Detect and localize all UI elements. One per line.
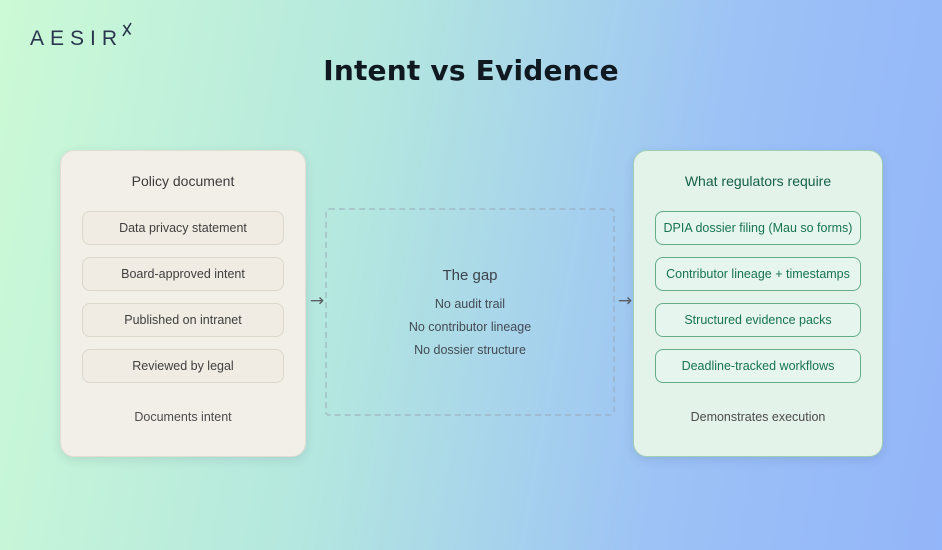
policy-item-published-intranet: Published on intranet <box>82 303 284 337</box>
regulator-item-contributor-lineage: Contributor lineage + timestamps <box>655 257 861 291</box>
regulator-item-dpia-dossier: DPIA dossier filing (Mau so forms) <box>655 211 861 245</box>
gap-box: The gap No audit trail No contributor li… <box>325 208 615 416</box>
policy-document-card: Policy document Data privacy statement B… <box>60 150 306 457</box>
policy-card-footer: Documents intent <box>134 410 232 424</box>
regulators-card-footer: Demonstrates execution <box>690 410 826 424</box>
page-title: Intent vs Evidence <box>323 54 619 87</box>
gap-line-contributor-lineage: No contributor lineage <box>408 320 532 334</box>
policy-card-heading: Policy document <box>131 173 235 189</box>
gap-line-audit-trail: No audit trail <box>434 297 506 311</box>
regulator-item-evidence-packs: Structured evidence packs <box>655 303 861 337</box>
policy-item-reviewed-legal: Reviewed by legal <box>82 349 284 383</box>
regulators-require-card: What regulators require DPIA dossier fil… <box>633 150 883 457</box>
right-arrow-icon: → <box>309 291 325 311</box>
logo-wordmark: AESIR <box>30 27 124 50</box>
aesirx-logo: AESIR <box>30 22 133 50</box>
right-arrow-icon: → <box>617 291 633 311</box>
policy-item-data-privacy: Data privacy statement <box>82 211 284 245</box>
regulator-item-deadline-workflows: Deadline-tracked workflows <box>655 349 861 383</box>
gap-line-dossier-structure: No dossier structure <box>414 343 526 357</box>
policy-item-board-approved: Board-approved intent <box>82 257 284 291</box>
x-mark-icon <box>121 22 133 43</box>
regulators-card-heading: What regulators require <box>684 173 832 189</box>
gap-heading: The gap <box>442 267 498 284</box>
